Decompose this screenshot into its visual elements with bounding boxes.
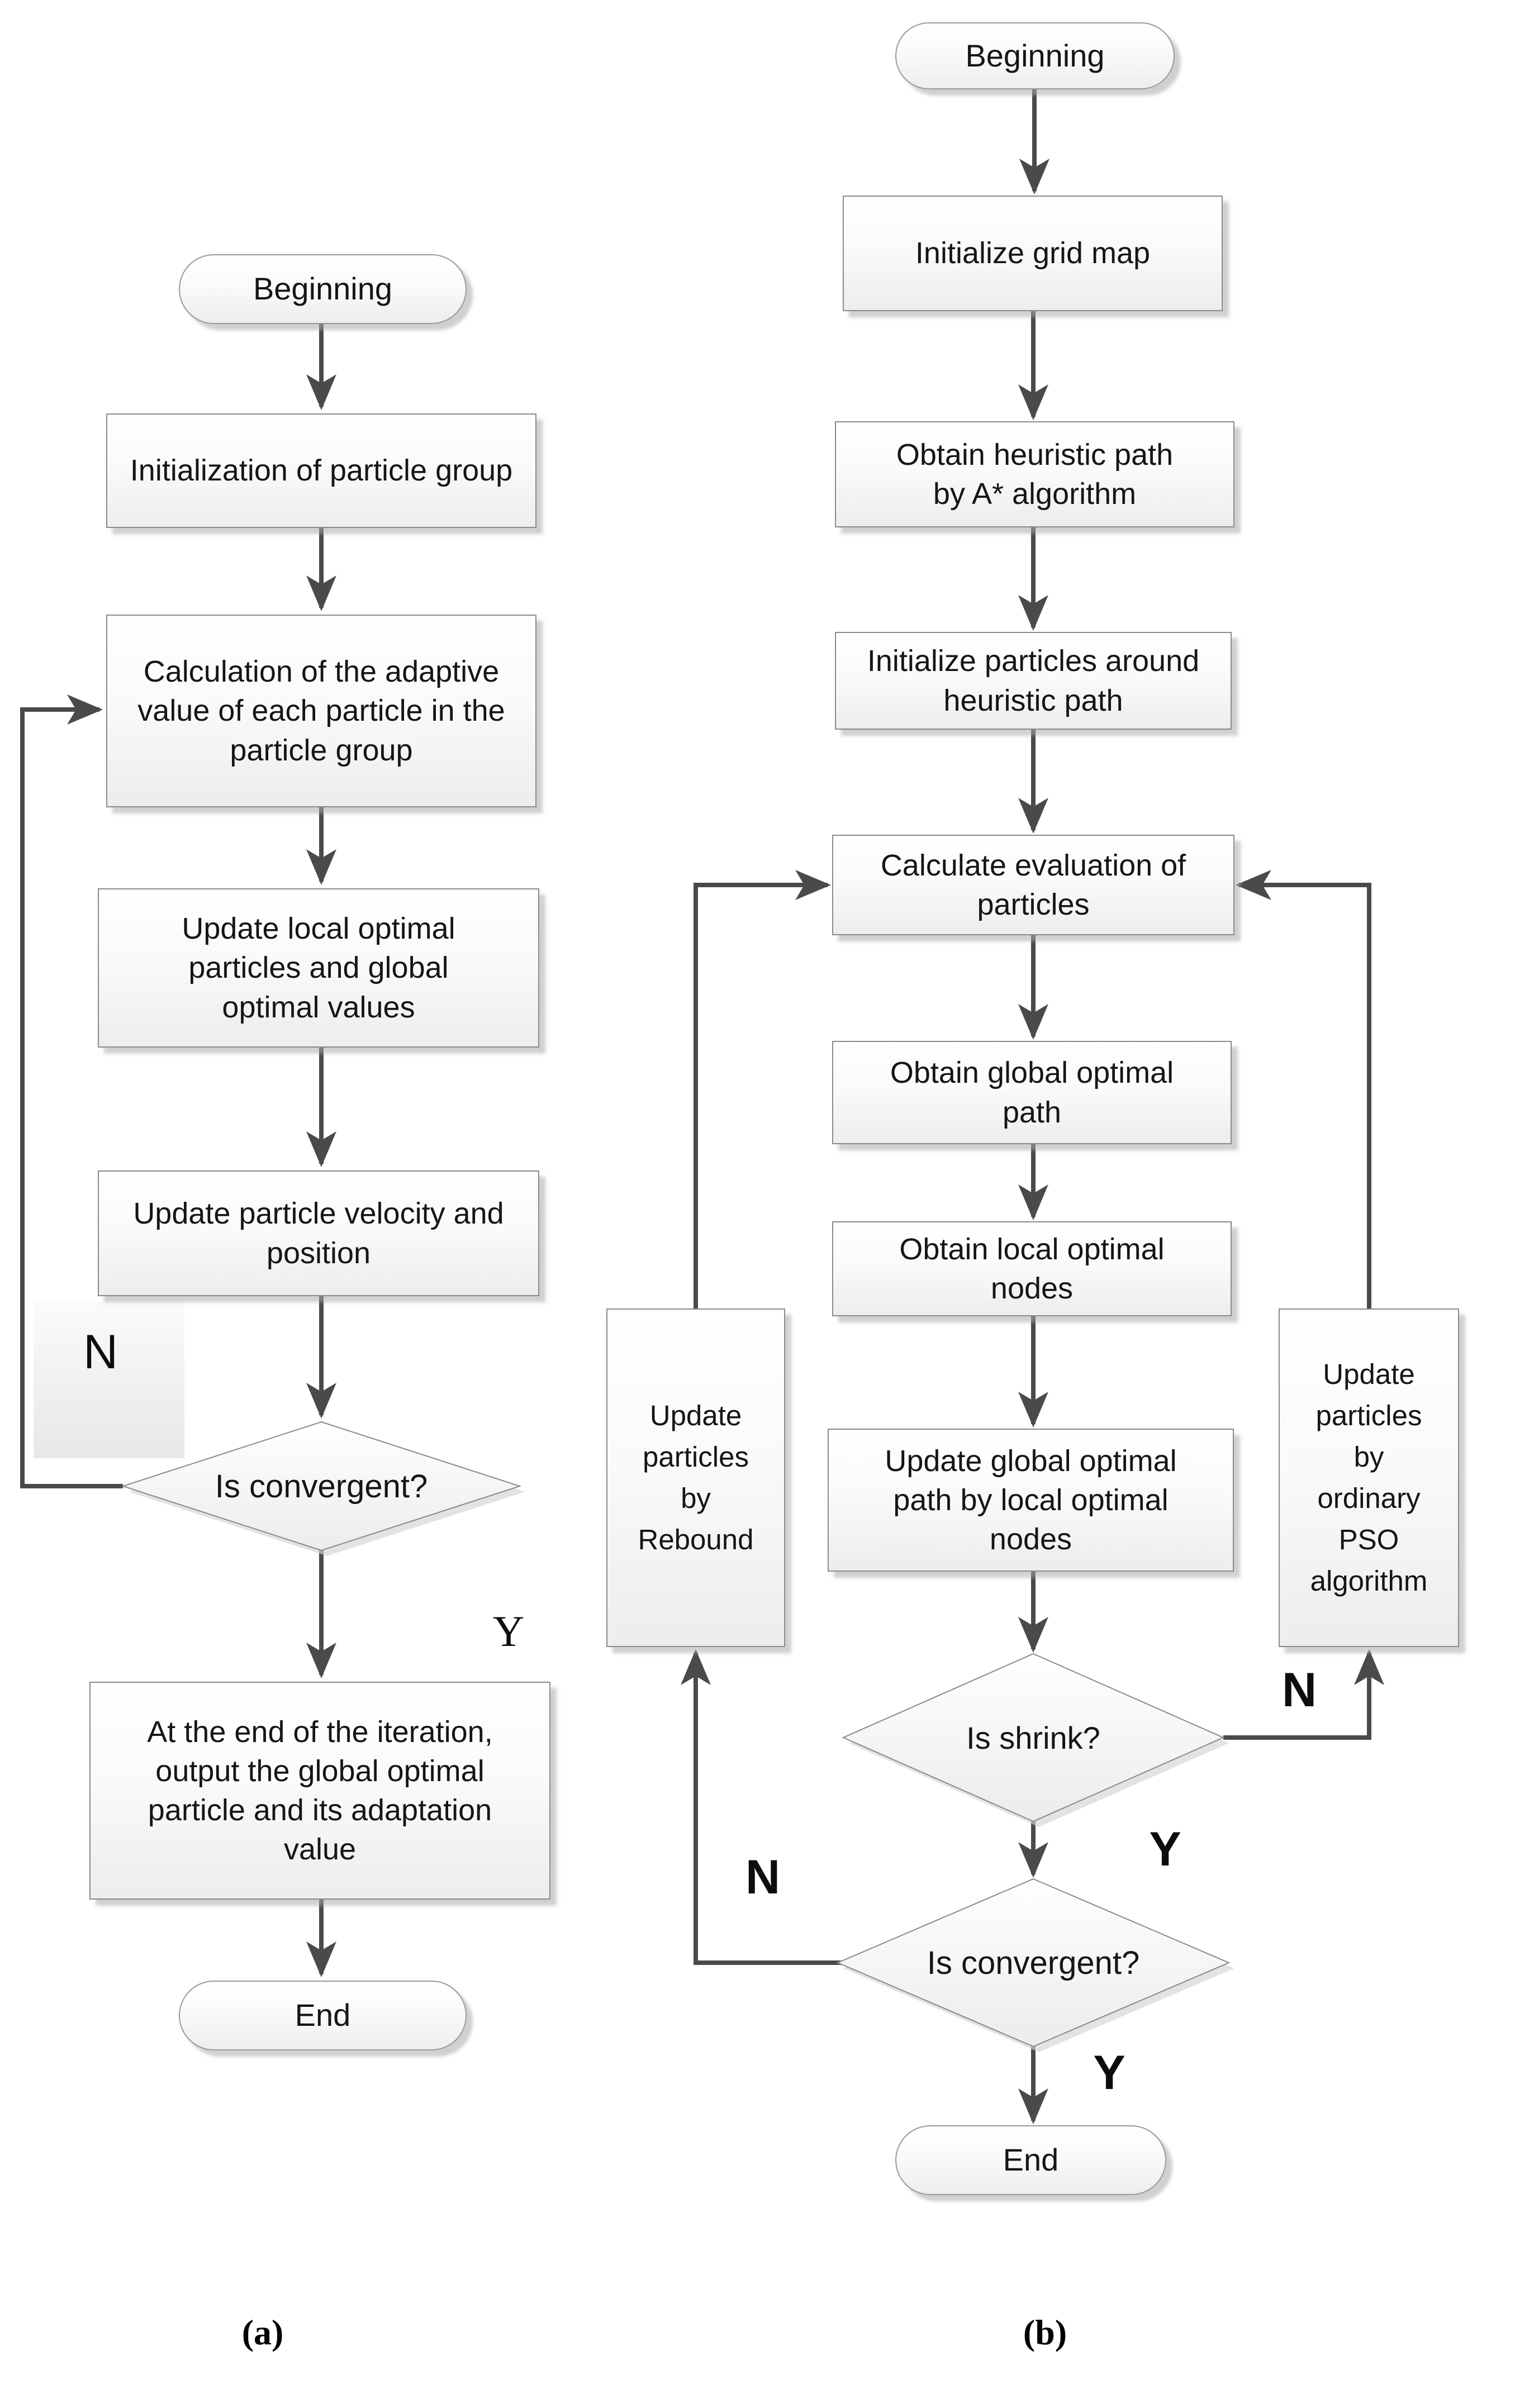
process-calc-evaluation: Calculate evaluation of particles <box>832 835 1234 935</box>
terminator-end-a-label: End <box>295 1997 351 2033</box>
process-ordinary-pso-label: Update particles by ordinary PSO algorit… <box>1310 1358 1428 1597</box>
process-ordinary-pso: Update particles by ordinary PSO algorit… <box>1279 1308 1459 1647</box>
edge-label-convergent-yes: Y <box>1067 2039 1151 2106</box>
n-label-background <box>34 1302 184 1458</box>
edge-b-pso-return <box>1236 870 1371 1308</box>
process-calculation-a-label: Calculation of the adaptive value of eac… <box>137 655 505 767</box>
caption-panel-b-text: (b) <box>1023 2312 1067 2352</box>
decision-convergent-b-diamond <box>836 1878 1231 2048</box>
process-init-grid-map: Initialize grid map <box>843 196 1223 311</box>
decision-shrink-text: Is shrink? <box>916 1704 1151 1771</box>
process-init-particles-label: Initialize particles around heuristic pa… <box>867 644 1200 717</box>
process-update-global-path-label: Update global optimal path by local opti… <box>885 1444 1177 1557</box>
terminator-begin-a: Beginning <box>179 254 467 324</box>
decision-convergent-a-label: Is convergent? <box>215 1468 428 1505</box>
process-calculation-a: Calculation of the adaptive value of eac… <box>106 615 536 807</box>
process-update-velocity-a-label: Update particle velocity and position <box>133 1197 504 1270</box>
terminator-end-b: End <box>895 2125 1166 2195</box>
decision-convergent-b-label: Is convergent? <box>927 1944 1140 1981</box>
edge-b-rebound-return <box>694 870 831 1308</box>
edge-label-convergent-yes-text: Y <box>1093 2045 1125 2100</box>
decision-convergent-b-text: Is convergent? <box>894 1930 1173 1995</box>
edge-label-no-a-text: N <box>83 1325 118 1379</box>
terminator-begin-b-label: Beginning <box>965 37 1105 73</box>
process-initialization-a-label: Initialization of particle group <box>130 454 513 488</box>
process-heuristic-path: Obtain heuristic path by A* algorithm <box>835 421 1234 527</box>
edge-label-convergent-no-text: N <box>745 1850 781 1904</box>
edge-label-shrink-yes-text: Y <box>1149 1822 1181 1876</box>
caption-panel-a-text: (a) <box>241 2312 284 2352</box>
edge-b-convergent-no <box>681 1649 843 1965</box>
process-rebound-label: Update particles by Rebound <box>638 1400 754 1555</box>
edge-a-no-loop <box>20 694 123 1488</box>
process-global-optimal-path-label: Obtain global optimal path <box>890 1056 1174 1129</box>
process-output-a: At the end of the iteration, output the … <box>89 1682 550 1900</box>
process-heuristic-path-label: Obtain heuristic path by A* algorithm <box>896 437 1174 511</box>
edge-label-shrink-yes: Y <box>1123 1816 1207 1883</box>
process-calc-evaluation-label: Calculate evaluation of particles <box>880 848 1186 921</box>
process-update-local-a-label: Update local optimal particles and globa… <box>182 912 455 1024</box>
edge-label-yes-a: Y <box>469 1598 548 1665</box>
decision-shrink-diamond <box>842 1653 1225 1822</box>
caption-panel-a: (a) <box>179 2302 346 2363</box>
process-global-optimal-path: Obtain global optimal path <box>832 1041 1232 1144</box>
edge-label-shrink-no: N <box>1257 1657 1341 1724</box>
terminator-begin-b: Beginning <box>895 22 1175 89</box>
process-update-global-path: Update global optimal path by local opti… <box>828 1429 1234 1572</box>
edge-label-shrink-no-text: N <box>1281 1663 1317 1717</box>
process-init-particles: Initialize particles around heuristic pa… <box>835 632 1232 730</box>
edge-label-yes-a-text: Y <box>492 1607 525 1655</box>
process-initialization-a: Initialization of particle group <box>106 413 536 528</box>
process-rebound: Update particles by Rebound <box>606 1308 785 1647</box>
caption-panel-b: (b) <box>961 2302 1129 2363</box>
decision-convergent-a-diamond <box>121 1421 522 1552</box>
terminator-begin-a-label: Beginning <box>253 271 393 307</box>
edge-b-shrink-no <box>1223 1649 1384 1740</box>
process-local-optimal-nodes-label: Obtain local optimal nodes <box>899 1232 1165 1305</box>
terminator-end-a: End <box>179 1981 467 2050</box>
edge-label-convergent-no: N <box>721 1844 805 1911</box>
edge-label-no-a: N <box>56 1319 145 1386</box>
decision-convergent-a-text: Is convergent? <box>182 1453 461 1520</box>
decision-shrink-label: Is shrink? <box>966 1720 1100 1755</box>
terminator-end-b-label: End <box>1003 2142 1059 2178</box>
process-update-local-a: Update local optimal particles and globa… <box>98 888 539 1048</box>
process-init-grid-map-label: Initialize grid map <box>915 236 1151 270</box>
process-output-a-label: At the end of the iteration, output the … <box>147 1715 493 1867</box>
process-local-optimal-nodes: Obtain local optimal nodes <box>832 1221 1232 1316</box>
process-update-velocity-a: Update particle velocity and position <box>98 1170 539 1296</box>
